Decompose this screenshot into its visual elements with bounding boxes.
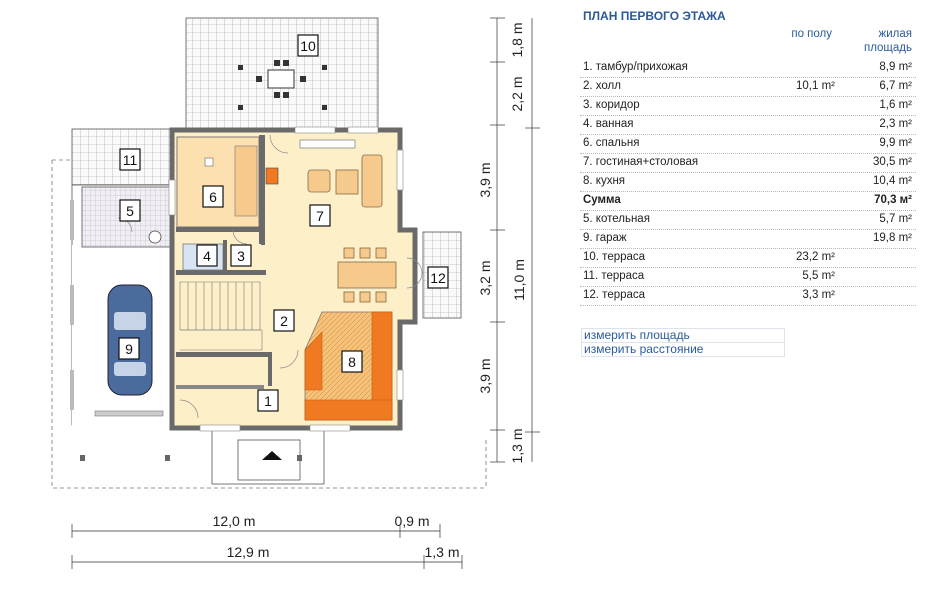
room-number: 9 [125, 341, 133, 357]
floor-area: 10,1 m² [796, 80, 835, 92]
room-label-11: 11 [119, 148, 141, 171]
room-number: 3 [237, 248, 245, 264]
room-label-7: 7 [309, 204, 331, 227]
room-number: 6 [209, 189, 217, 205]
area-row: 2. холл 10,1 m² 6,7 m² [578, 78, 918, 95]
living-area: 6,7 m² [879, 80, 912, 92]
room-number: 10 [300, 38, 316, 54]
dimension-lines [71, 17, 540, 569]
living-area: 1,6 m² [879, 99, 912, 111]
room-number: 7 [316, 208, 324, 224]
measure-area-link[interactable]: измерить площадь [581, 328, 785, 343]
room-name: 4. ванная [583, 118, 634, 130]
dim-right-6: 1,3 m [509, 428, 525, 463]
measure-distance-link[interactable]: измерить расстояние [581, 342, 785, 357]
room-label-2: 2 [273, 309, 295, 332]
room-label-8: 8 [341, 350, 363, 373]
area-row: 11. терраса 5,5 m² [578, 268, 918, 285]
room-label-10: 10 [297, 34, 319, 57]
room-name: 11. терраса [583, 270, 645, 282]
area-panel: ПЛАН ПЕРВОГО ЭТАЖА по полу жилая площадь… [578, 0, 918, 380]
floor-area: 23,2 m² [796, 251, 835, 263]
room-name: Сумма [583, 194, 621, 206]
room-number: 4 [203, 248, 211, 264]
room-label-6: 6 [202, 185, 224, 208]
room-label-4: 4 [196, 244, 218, 267]
living-area: 30,5 m² [873, 156, 912, 168]
room-label-12: 12 [427, 266, 449, 289]
staircase [179, 281, 263, 351]
living-area: 19,8 m² [873, 232, 912, 244]
area-row: 10. терраса 23,2 m² [578, 249, 918, 266]
room-name: 3. коридор [583, 99, 640, 111]
dim-bottom-1: 12,0 m [213, 513, 256, 529]
room-name: 6. спальня [583, 137, 640, 149]
room-name: 5. котельная [583, 213, 650, 225]
dim-right-5: 3,9 m [477, 358, 493, 393]
area-row: 1. тамбур/прихожая 8,9 m² [578, 59, 918, 76]
room-label-9: 9 [118, 337, 140, 360]
dim-right-3: 3,9 m [477, 162, 493, 197]
dim-bottom-2: 0,9 m [394, 513, 429, 529]
panel-title: ПЛАН ПЕРВОГО ЭТАЖА [583, 9, 726, 23]
room-name: 12. терраса [583, 289, 646, 301]
room-label-5: 5 [119, 199, 141, 222]
living-furniture [299, 139, 397, 303]
dim-right-1: 1,8 m [509, 22, 525, 57]
floor-area: 3,3 m² [802, 289, 835, 301]
windows [168, 126, 404, 432]
dim-right-4: 3,2 m [477, 260, 493, 295]
room-name: 8. кухня [583, 175, 626, 187]
living-area: 8,9 m² [879, 61, 912, 73]
room-name: 1. тамбур/прихожая [583, 61, 688, 73]
col-living-header: жилая площадь [863, 28, 912, 54]
room-name: 10. терраса [583, 251, 646, 263]
terrace-table [238, 60, 327, 110]
living-area: 10,4 m² [873, 175, 912, 187]
col-floor-header: по полу [791, 28, 832, 40]
floor-area: 5,5 m² [802, 270, 835, 282]
dim-bottom-4: 1,3 m [424, 544, 459, 560]
living-area: 70,3 м² [874, 194, 912, 206]
room-label-1: 1 [257, 389, 279, 412]
living-area: 9,9 m² [879, 137, 912, 149]
dim-bottom-3: 12,9 m [227, 544, 270, 560]
dim-right-total: 11,0 m [511, 259, 527, 301]
entrance-arrow-icon [262, 451, 282, 460]
room-name: 7. гостиная+столовая [583, 156, 699, 168]
area-row: 3. коридор 1,6 m² [578, 97, 918, 114]
room-number: 8 [348, 354, 356, 370]
area-row: 7. гостиная+столовая 30,5 m² [578, 154, 918, 171]
area-row: 4. ванная 2,3 m² [578, 116, 918, 133]
living-area: 5,7 m² [879, 213, 912, 225]
floor-plan: 1,8 m 2,2 m 3,9 m 3,2 m 3,9 m 1,3 m 11,0… [51, 17, 540, 569]
area-row: 5. котельная 5,7 m² [578, 211, 918, 228]
room-number: 12 [430, 270, 446, 286]
room-number: 11 [123, 152, 138, 168]
dim-right-2: 2,2 m [509, 76, 525, 111]
area-row: 9. гараж 19,8 m² [578, 230, 918, 247]
area-row: Сумма 70,3 м² [578, 192, 918, 209]
room-name: 9. гараж [583, 232, 627, 244]
room-name: 2. холл [583, 80, 621, 92]
room-label-3: 3 [230, 244, 252, 267]
area-row: 8. кухня 10,4 m² [578, 173, 918, 190]
area-row: 12. терраса 3,3 m² [578, 287, 918, 304]
room-number: 2 [280, 313, 288, 329]
area-row: 6. спальня 9,9 m² [578, 135, 918, 152]
room-number: 5 [126, 203, 134, 219]
living-area: 2,3 m² [879, 118, 912, 130]
room-number: 1 [264, 393, 272, 409]
